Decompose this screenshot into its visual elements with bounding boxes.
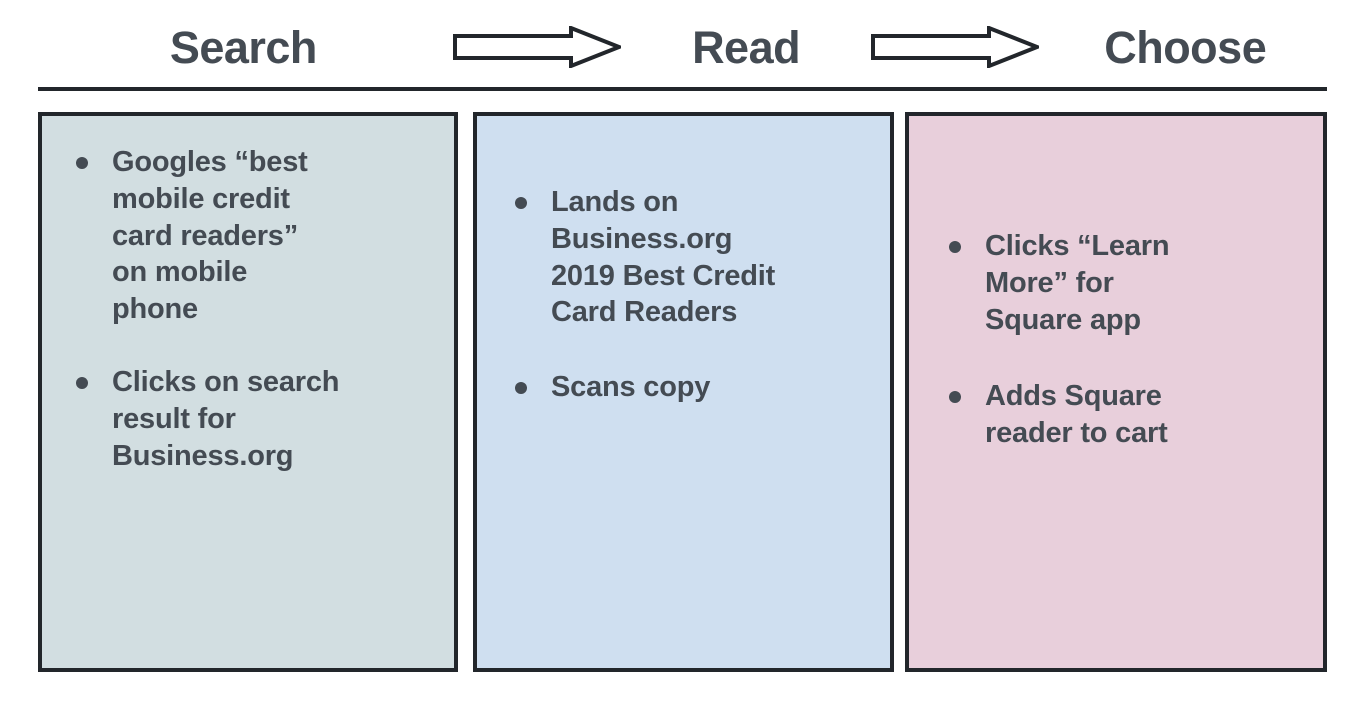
header-divider-rule: [38, 87, 1327, 91]
bullet-dot-icon: [76, 157, 88, 169]
stage-title-read: Read: [692, 21, 801, 73]
list-item-label: Scans copy: [551, 371, 711, 404]
bullet-list-read: Lands on Business.org 2019 Best Credit C…: [477, 184, 890, 406]
bullet-dot-icon: [515, 197, 527, 209]
list-item-label: Clicks on search result for Business.org: [112, 366, 340, 472]
list-item: Clicks “Learn More” for Square app: [941, 228, 1309, 338]
list-item-label: Adds Square reader to cart: [985, 380, 1168, 450]
list-item-label: Lands on Business.org 2019 Best Credit C…: [551, 186, 776, 329]
list-item: Scans copy: [507, 369, 876, 406]
list-item: Lands on Business.org 2019 Best Credit C…: [507, 184, 876, 331]
stage-title-search: Search: [169, 21, 318, 73]
list-item-label: Googles “best mobile credit card readers…: [112, 146, 308, 326]
list-item-label: Clicks “Learn More” for Square app: [985, 230, 1170, 336]
bullet-dot-icon: [76, 377, 88, 390]
bullet-list-choose: Clicks “Learn More” for Square app Adds …: [909, 228, 1323, 452]
stage-column-search: Googles “best mobile credit card readers…: [38, 112, 458, 672]
bullet-dot-icon: [515, 382, 527, 395]
stage-column-choose: Clicks “Learn More” for Square app Adds …: [905, 112, 1327, 672]
stage-title-choose: Choose: [1104, 21, 1267, 73]
list-item: Adds Square reader to cart: [941, 378, 1309, 452]
arrow-right-1-icon: [449, 24, 625, 70]
stage-header-row: Search Read Choose: [38, 8, 1327, 86]
arrow-right-2-icon: [867, 24, 1043, 70]
bullet-list-search: Googles “best mobile credit card readers…: [42, 144, 454, 475]
stage-column-read: Lands on Business.org 2019 Best Credit C…: [473, 112, 894, 672]
stage-columns: Googles “best mobile credit card readers…: [0, 112, 1366, 674]
bullet-dot-icon: [949, 241, 961, 253]
bullet-dot-icon: [949, 391, 961, 404]
list-item: Clicks on search result for Business.org: [68, 364, 440, 474]
list-item: Googles “best mobile credit card readers…: [68, 144, 440, 328]
